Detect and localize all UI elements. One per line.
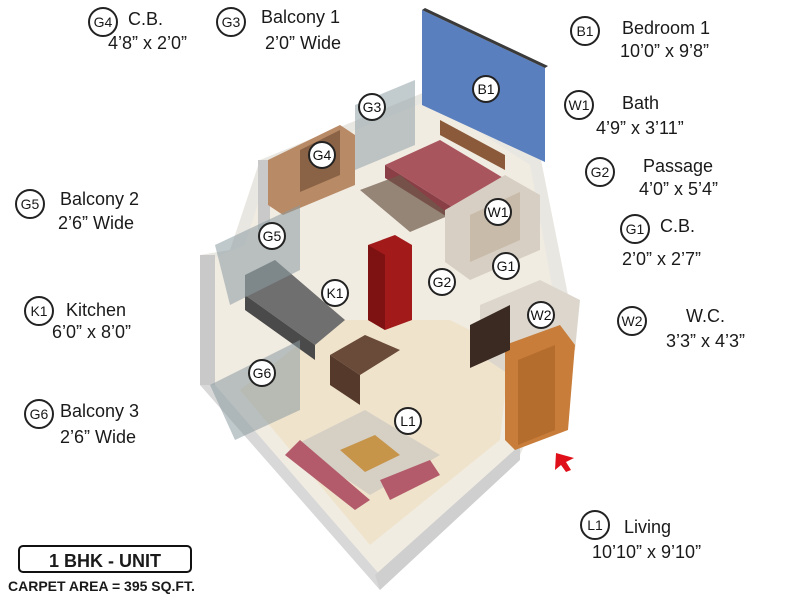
label-g3-name: Balcony 1 bbox=[261, 7, 341, 27]
plan-badge-g6: G6 bbox=[253, 365, 272, 381]
plan-badge-circle-k1 bbox=[321, 279, 349, 307]
badge-l1: L1 bbox=[580, 510, 610, 540]
label-b1-name: Bedroom 1 bbox=[622, 18, 711, 38]
sofa bbox=[285, 440, 370, 510]
label-g1-name: C.B. bbox=[660, 216, 696, 236]
badge-b1: B1 bbox=[570, 16, 600, 46]
plan-badge-g4: G4 bbox=[313, 147, 332, 163]
unit-type-box: 1 BHK - UNIT bbox=[18, 545, 192, 573]
label-g5-dims: 2’6” Wide bbox=[58, 213, 135, 233]
plan-badge-g2: G2 bbox=[433, 274, 452, 290]
plan-badge-circle-g6 bbox=[248, 359, 276, 387]
entrance-arrow bbox=[555, 453, 574, 472]
badge-g1: G1 bbox=[620, 214, 650, 244]
label-g6-name: Balcony 3 bbox=[60, 401, 140, 421]
label-g3-dims: 2’0” Wide bbox=[265, 33, 342, 53]
badge-g5: G5 bbox=[15, 189, 45, 219]
label-l1-name: Living bbox=[624, 517, 672, 537]
badge-g6: G6 bbox=[24, 399, 54, 429]
label-w1-name: Bath bbox=[622, 93, 660, 113]
label-g4-name: C.B. bbox=[128, 9, 164, 29]
carpet-area-text: CARPET AREA = 395 SQ.FT. bbox=[8, 578, 195, 594]
label-w2-name: W.C. bbox=[686, 306, 725, 326]
plan-badge-circle-g4 bbox=[308, 141, 336, 169]
label-g2-dims: 4’0” x 5’4” bbox=[639, 179, 719, 199]
badge-k1: K1 bbox=[24, 296, 54, 326]
plan-badge-circle-g1 bbox=[492, 252, 520, 280]
plan-badge-b1: B1 bbox=[477, 81, 494, 97]
plan-badge-circle-g3 bbox=[358, 93, 386, 121]
plan-badge-l1: L1 bbox=[400, 413, 416, 429]
label-k1-dims: 6’0” x 8’0” bbox=[52, 322, 132, 342]
balcony-g6-glass bbox=[210, 340, 300, 440]
label-g4-dims: 4’8” x 2’0” bbox=[108, 33, 188, 53]
plan-badge-g3: G3 bbox=[363, 99, 382, 115]
plan-badge-g1: G1 bbox=[497, 258, 516, 274]
label-w2-dims: 3’3” x 4’3” bbox=[666, 331, 746, 351]
label-g1-dims: 2’0” x 2’7” bbox=[622, 249, 702, 269]
plan-badge-circle-b1 bbox=[472, 75, 500, 103]
plan-badge-k1: K1 bbox=[326, 285, 343, 301]
badge-g3: G3 bbox=[216, 7, 246, 37]
label-l1-dims: 10’10” x 9’10” bbox=[592, 542, 702, 562]
badge-g4: G4 bbox=[88, 7, 118, 37]
label-g6-dims: 2’6” Wide bbox=[60, 427, 137, 447]
plan-badge-w2: W2 bbox=[531, 307, 552, 323]
label-g5-name: Balcony 2 bbox=[60, 189, 140, 209]
plan-badge-circle-g5 bbox=[258, 222, 286, 250]
label-k1-name: Kitchen bbox=[66, 300, 127, 320]
badge-w1: W1 bbox=[564, 90, 594, 120]
label-w1-dims: 4’9” x 3’11” bbox=[596, 118, 684, 138]
badge-w2: W2 bbox=[617, 306, 647, 336]
coffee-table bbox=[340, 435, 400, 472]
plan-badge-circle-g2 bbox=[428, 268, 456, 296]
plan-badge-g5: G5 bbox=[263, 228, 282, 244]
plan-badge-w1: W1 bbox=[488, 204, 509, 220]
tv-unit bbox=[470, 305, 510, 368]
plan-badge-circle-w1 bbox=[484, 198, 512, 226]
label-b1-dims: 10’0” x 9’8” bbox=[620, 41, 710, 61]
dining-table bbox=[330, 335, 400, 375]
plan-badge-circle-l1 bbox=[394, 407, 422, 435]
badge-g2: G2 bbox=[585, 157, 615, 187]
plan-badge-circle-w2 bbox=[527, 301, 555, 329]
label-g2-name: Passage bbox=[643, 156, 714, 176]
